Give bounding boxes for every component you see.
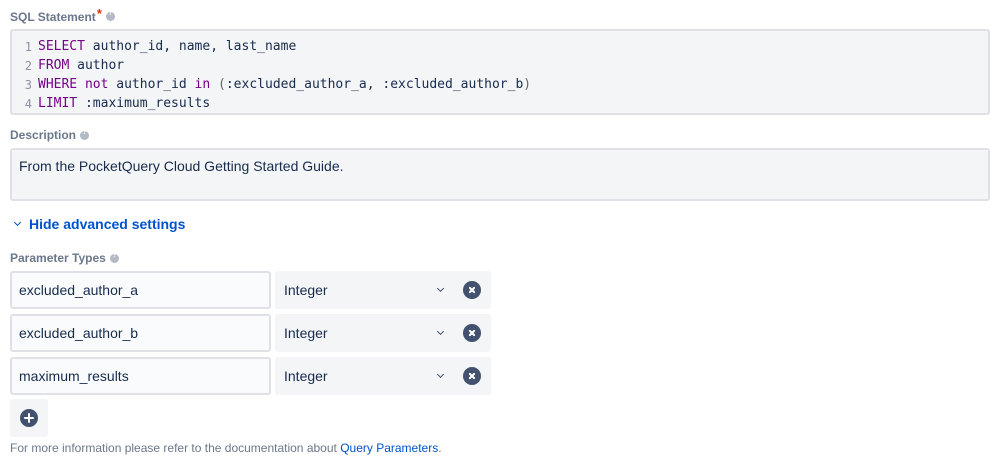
code-text: FROM author <box>38 58 124 73</box>
required-mark: * <box>96 6 102 21</box>
add-parameter-button[interactable] <box>10 399 48 437</box>
hide-advanced-settings-label: Hide advanced settings <box>29 216 186 232</box>
parameter-types-label: Parameter Types <box>10 251 119 265</box>
parameters-help-text: For more information please refer to the… <box>10 441 442 455</box>
chevron-down-icon <box>436 284 445 293</box>
chevron-down-icon <box>436 327 445 336</box>
remove-parameter-button[interactable] <box>453 357 491 395</box>
remove-parameter-button[interactable] <box>453 271 491 309</box>
sql-keyword: LIMIT <box>38 96 78 111</box>
parameter-row: excluded_author_a Integer <box>10 271 491 309</box>
parameter-name-input[interactable]: excluded_author_a <box>10 271 271 309</box>
sql-token: ) <box>523 77 532 92</box>
sql-token: :excluded_author_a, :excluded_author_b <box>225 77 524 92</box>
sql-token: author <box>69 58 125 73</box>
parameter-type-select[interactable]: Integer <box>275 314 458 352</box>
parameter-row: maximum_results Integer <box>10 357 491 395</box>
hide-advanced-settings-toggle[interactable]: Hide advanced settings <box>13 216 186 232</box>
code-line: 1 SELECT author_id, name, last_name <box>12 37 988 56</box>
help-text-suffix: . <box>438 441 442 455</box>
line-number: 3 <box>24 77 32 92</box>
sql-statement-label-text: SQL Statement <box>10 9 96 24</box>
sql-keyword: in <box>194 77 211 92</box>
sql-token: author_id <box>108 77 195 92</box>
help-icon[interactable] <box>109 252 119 263</box>
code-line: 3 WHERE not author_id in (:excluded_autho… <box>12 75 988 94</box>
parameter-type-value: Integer <box>284 282 328 298</box>
chevron-down-icon <box>13 218 22 227</box>
line-number: 4 <box>24 96 32 111</box>
description-label: Description <box>10 128 90 142</box>
code-text: LIMIT :maximum_results <box>38 96 210 111</box>
sql-keyword: SELECT <box>38 39 85 54</box>
parameter-type-value: Integer <box>284 368 328 384</box>
remove-parameter-button[interactable] <box>453 314 491 352</box>
sql-token <box>77 77 85 92</box>
line-number: 2 <box>24 58 32 73</box>
chevron-down-icon <box>436 370 445 379</box>
sql-statement-label: SQL Statement * <box>10 6 115 24</box>
parameter-row: excluded_author_b Integer <box>10 314 491 352</box>
code-text: WHERE not author_id in (:excluded_author… <box>38 77 531 92</box>
query-parameters-link[interactable]: Query Parameters <box>340 441 439 455</box>
sql-keyword: WHERE <box>38 77 78 92</box>
help-icon[interactable] <box>80 129 90 140</box>
close-icon <box>463 367 481 385</box>
sql-token: :maximum_results <box>77 96 211 111</box>
sql-keyword: not <box>84 77 109 92</box>
parameter-type-value: Integer <box>284 325 328 341</box>
sql-keyword: FROM <box>38 58 70 73</box>
sql-token: author_id, name, last_name <box>84 39 297 54</box>
code-text: SELECT author_id, name, last_name <box>38 39 296 54</box>
parameter-name-input[interactable]: excluded_author_b <box>10 314 271 352</box>
code-line: 4 LIMIT :maximum_results <box>12 94 988 113</box>
help-text: For more information please refer to the… <box>10 441 341 455</box>
parameter-type-select[interactable]: Integer <box>275 271 458 309</box>
sql-token: ( <box>218 77 226 92</box>
description-label-text: Description <box>10 128 77 142</box>
help-icon[interactable] <box>105 10 115 21</box>
sql-token <box>210 77 218 92</box>
parameter-type-select[interactable]: Integer <box>275 357 458 395</box>
sql-editor[interactable]: 1 SELECT author_id, name, last_name 2 FROM … <box>10 29 990 115</box>
close-icon <box>463 324 481 342</box>
parameter-types-label-text: Parameter Types <box>10 251 106 265</box>
line-number: 1 <box>24 39 32 54</box>
code-line: 2 FROM author <box>12 56 988 75</box>
description-field[interactable]: From the PocketQuery Cloud Getting Start… <box>10 148 990 201</box>
parameter-name-input[interactable]: maximum_results <box>10 357 271 395</box>
plus-icon <box>20 409 38 427</box>
close-icon <box>463 281 481 299</box>
